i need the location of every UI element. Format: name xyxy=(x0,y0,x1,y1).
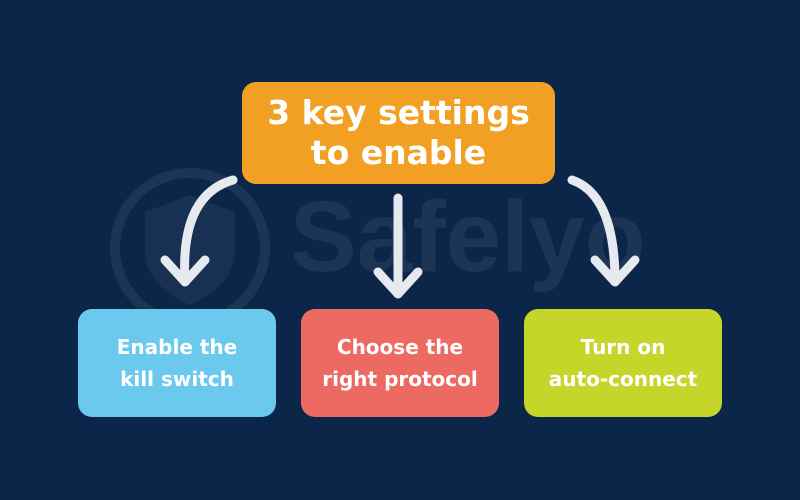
setting-line-1: Choose the xyxy=(336,335,464,359)
setting-line-2: kill switch xyxy=(120,367,234,391)
setting-line-2: auto-connect xyxy=(548,367,698,391)
setting-auto-connect: Turn on auto-connect xyxy=(524,309,722,417)
setting-protocol: Choose the right protocol xyxy=(301,309,499,417)
watermark-text: Safelyo xyxy=(290,181,646,293)
title-line-1: 3 key settings xyxy=(267,93,530,132)
title-line-2: to enable xyxy=(310,133,487,172)
setting-kill-switch: Enable the kill switch xyxy=(78,309,276,417)
arrow-left-icon xyxy=(160,175,238,287)
title-box: 3 key settings to enable xyxy=(242,82,555,184)
setting-line-2: right protocol xyxy=(322,367,478,391)
setting-line-1: Enable the xyxy=(116,335,238,359)
setting-line-1: Turn on xyxy=(580,335,666,359)
arrow-right-icon xyxy=(567,175,640,287)
arrow-middle-icon xyxy=(373,193,423,299)
